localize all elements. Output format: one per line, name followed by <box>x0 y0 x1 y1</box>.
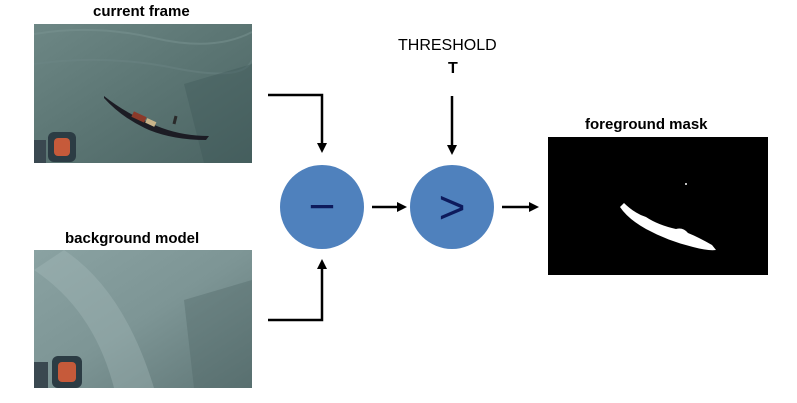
arrow-frame-to-subtract <box>268 93 327 153</box>
gondola-shape <box>104 96 209 140</box>
current-frame-image <box>34 24 252 163</box>
current-frame-label: current frame <box>93 3 190 20</box>
background-model-label: background model <box>65 230 200 247</box>
compare-operator-node <box>410 165 494 249</box>
moored-boat-shape <box>34 356 82 388</box>
compare-operator-symbol: > <box>439 181 466 233</box>
moored-boat-shape <box>34 132 76 163</box>
subtract-operator-symbol: − <box>309 180 336 232</box>
threshold-label: THRESHOLD <box>398 37 497 54</box>
background-model-image <box>34 250 252 388</box>
mask-blob <box>620 203 716 251</box>
subtract-operator-node <box>280 165 364 249</box>
foreground-mask-image <box>548 137 768 275</box>
foreground-mask-label: foreground mask <box>585 116 708 133</box>
threshold-symbol: T <box>448 60 458 77</box>
arrow-background-to-subtract <box>268 259 327 322</box>
